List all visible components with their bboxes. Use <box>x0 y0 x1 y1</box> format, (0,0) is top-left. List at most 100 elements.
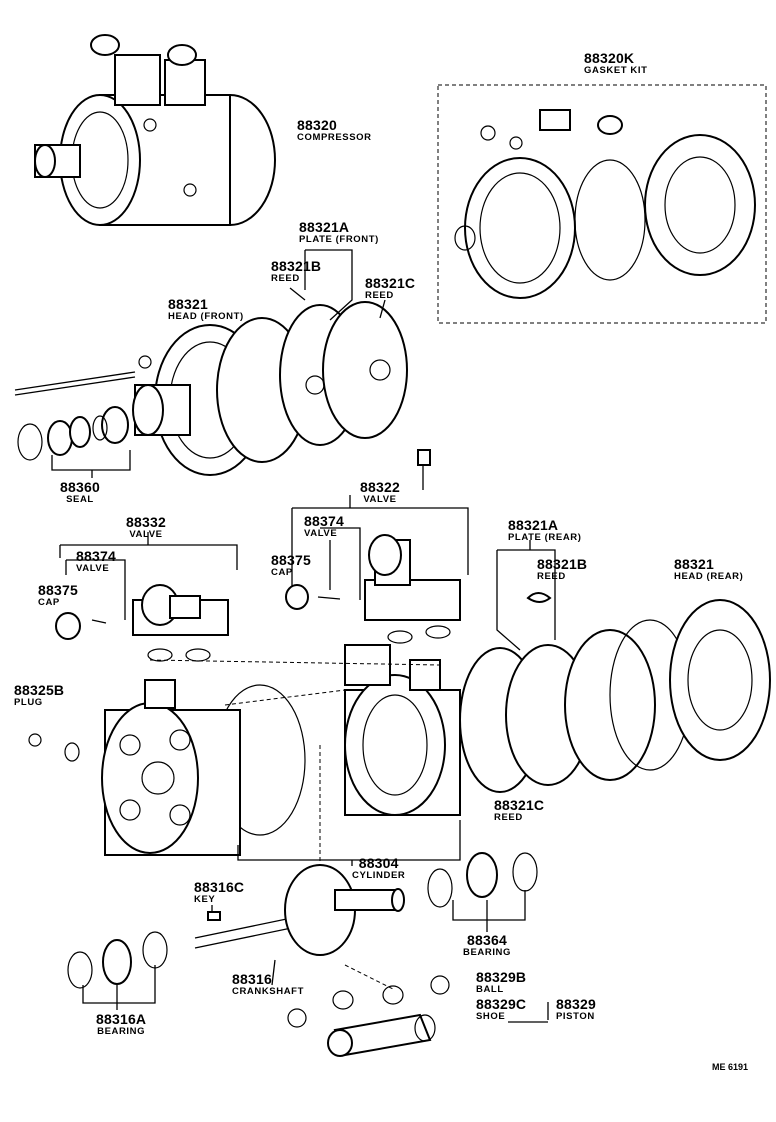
part-description: CRANKSHAFT <box>232 986 304 997</box>
compressor-illustration <box>34 34 276 226</box>
part-number: 88321C <box>365 275 416 291</box>
label-crankshaft: 88316 CRANKSHAFT <box>232 972 304 997</box>
part-description: BALL <box>476 984 504 995</box>
label-seal: 88360 SEAL <box>60 480 100 505</box>
part-number: 88329 <box>556 996 596 1012</box>
part-number: 88360 <box>60 479 100 495</box>
front-head-illustration <box>14 301 408 476</box>
part-description: SHOE <box>476 1011 506 1022</box>
piston-illustration <box>287 975 450 1057</box>
part-description: HEAD (REAR) <box>674 571 744 582</box>
part-number: 88321 <box>674 556 714 572</box>
label-head-front: 88321 HEAD (FRONT) <box>168 297 244 322</box>
part-number: 88375 <box>271 552 311 568</box>
part-description: PISTON <box>556 1011 595 1022</box>
label-plug: 88325B PLUG <box>14 683 64 708</box>
part-number: 88321 <box>168 296 208 312</box>
label-compressor: 88320 COMPRESSOR <box>297 118 372 143</box>
label-cylinder: 88304 CYLINDER <box>352 856 405 881</box>
cylinder-illustration <box>28 644 461 856</box>
part-description: SEAL <box>66 494 94 505</box>
plate-front-bracket <box>305 249 353 321</box>
label-valve-core-left: 88374 VALVE <box>76 549 116 574</box>
part-description: BEARING <box>97 1026 146 1037</box>
bearing-right-bracket <box>452 890 526 921</box>
label-valve-right: 88322 VALVE <box>360 480 400 505</box>
part-number: 88364 <box>467 932 507 948</box>
valve-right-bracket <box>291 507 469 590</box>
part-description: HEAD (FRONT) <box>168 311 244 322</box>
crankshaft-illustration <box>194 864 405 956</box>
part-number: 88329B <box>476 969 527 985</box>
label-key: 88316C KEY <box>194 880 244 905</box>
label-bearing-left: 88316A BEARING <box>96 1012 146 1037</box>
part-number: 88316 <box>232 971 272 987</box>
part-description: KEY <box>194 894 216 905</box>
label-cap-left: 88375 CAP <box>38 583 78 608</box>
part-description: VALVE <box>129 529 163 540</box>
label-valve-core-right: 88374 VALVE <box>304 514 344 539</box>
bearing-left-illustration <box>67 931 168 989</box>
label-gasket-kit: 88320K GASKET KIT <box>584 51 648 76</box>
rear-head-illustration <box>459 592 771 793</box>
part-number: 88320 <box>297 117 337 133</box>
label-reed-rear-c: 88321C REED <box>494 798 544 823</box>
part-number: 88374 <box>76 548 116 564</box>
part-description: COMPRESSOR <box>297 132 372 143</box>
valve-left-illustration <box>55 584 229 662</box>
part-description: PLATE (REAR) <box>508 532 582 543</box>
label-valve-left: 88332 VALVE <box>126 515 166 540</box>
label-ball: 88329B BALL <box>476 970 526 995</box>
gasket-kit-box <box>437 84 767 324</box>
part-number: 88375 <box>38 582 78 598</box>
label-bearing-right: 88364 BEARING <box>463 933 511 958</box>
part-number: 88325B <box>14 682 65 698</box>
bearing-left-bracket <box>82 965 156 1004</box>
part-description: REED <box>365 290 394 301</box>
part-description: PLATE (FRONT) <box>299 234 379 245</box>
part-description: VALVE <box>76 563 110 574</box>
plate-rear-bracket <box>496 549 556 651</box>
valve-left-bracket <box>59 544 238 570</box>
part-number: 88321B <box>537 556 588 572</box>
part-number: 88316A <box>96 1011 147 1027</box>
part-description: PLUG <box>14 697 43 708</box>
label-piston: 88329 PISTON <box>556 997 596 1022</box>
part-number: 88320K <box>584 50 635 66</box>
label-reed-rear-b: 88321B REED <box>537 557 587 582</box>
label-plate-front: 88321A PLATE (FRONT) <box>299 220 379 245</box>
part-description: REED <box>537 571 566 582</box>
part-number: 88374 <box>304 513 344 529</box>
part-number: 88316C <box>194 879 245 895</box>
part-description: VALVE <box>363 494 397 505</box>
part-description: BEARING <box>463 947 512 958</box>
part-description: CAP <box>38 597 60 608</box>
cylinder-bracket <box>237 820 461 861</box>
label-head-rear: 88321 HEAD (REAR) <box>674 557 743 582</box>
label-shoe: 88329C SHOE <box>476 997 526 1022</box>
part-number: 88321C <box>494 797 545 813</box>
part-description: GASKET KIT <box>584 65 648 76</box>
part-number: 88321A <box>508 517 559 533</box>
label-reed-front-b: 88321B REED <box>271 259 321 284</box>
part-number: 88322 <box>360 479 400 495</box>
gasket-kit-illustration <box>454 109 756 299</box>
label-cap-right: 88375 CAP <box>271 553 311 578</box>
seal-illustration <box>17 406 129 461</box>
part-number: 88304 <box>358 855 399 871</box>
part-description: REED <box>494 812 523 823</box>
part-description: VALVE <box>304 528 338 539</box>
part-number: 88332 <box>126 514 166 530</box>
part-description: CYLINDER <box>352 870 406 881</box>
part-number: 88329C <box>476 996 527 1012</box>
valve-right-illustration <box>285 534 461 644</box>
part-number: 88321A <box>299 219 350 235</box>
label-plate-rear: 88321A PLATE (REAR) <box>508 518 582 543</box>
piston-bracket <box>508 1002 549 1023</box>
bearing-right-illustration <box>427 852 538 908</box>
part-number: 88321B <box>271 258 322 274</box>
seal-bracket <box>51 450 131 471</box>
part-description: CAP <box>271 567 293 578</box>
